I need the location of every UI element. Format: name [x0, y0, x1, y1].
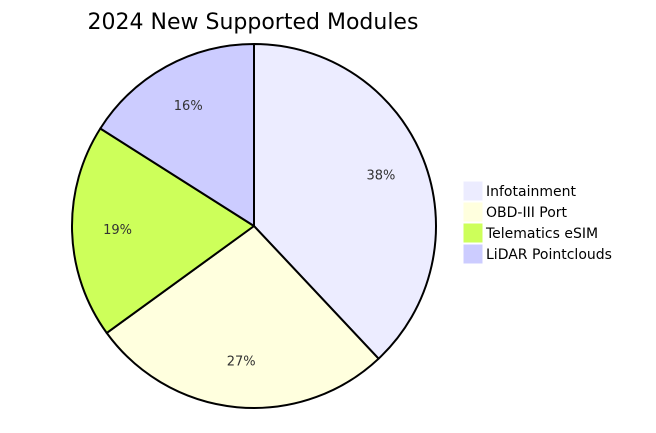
slice-label-lidar-pointclouds: 16% [174, 99, 203, 114]
legend-label-telematics-esim: Telematics eSIM [485, 226, 598, 242]
legend-swatch-infotainment [463, 181, 483, 201]
legend-swatch-telematics-esim [463, 223, 483, 243]
pie-slice-labels: 38% 27% 19% 16% [103, 99, 395, 370]
slice-label-infotainment: 38% [366, 168, 395, 183]
legend-label-obd-iii-port: OBD-III Port [486, 205, 568, 221]
legend-swatch-obd-iii-port [463, 202, 483, 222]
pie-slice-infotainment [253, 43, 437, 360]
legend-label-infotainment: Infotainment [486, 184, 576, 200]
chart-title: 2024 New Supported Modules [88, 10, 419, 35]
legend-label-lidar-pointclouds: LiDAR Pointclouds [486, 247, 612, 263]
pie-slice-lidar-pointclouds [99, 43, 255, 227]
slice-label-telematics-esim: 19% [103, 223, 132, 238]
pie-slice-telematics-esim [71, 127, 255, 334]
legend-swatch-lidar-pointclouds [463, 244, 483, 264]
pie-slices [71, 43, 437, 409]
pie-slice-obd-iii-port [105, 225, 380, 409]
slice-label-obd-iii-port: 27% [227, 354, 256, 369]
